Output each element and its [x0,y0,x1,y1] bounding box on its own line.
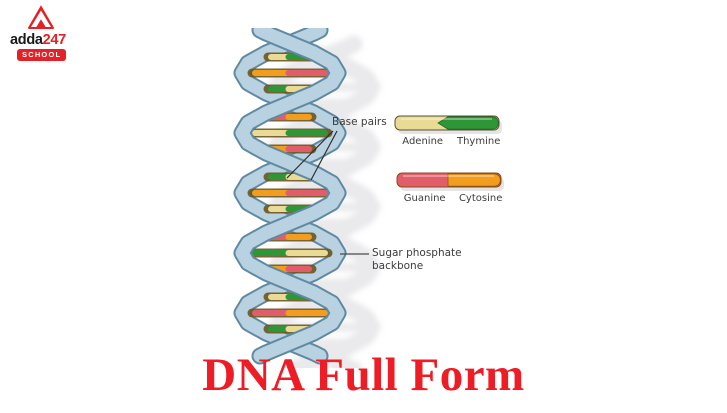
legend-bar-guanine-cytosine [396,172,504,191]
base-pairs-pointer-lines [286,130,338,181]
legend-bar-adenine-thymine [394,115,502,134]
sugar-phosphate-label-line1: Sugar phosphate [372,247,462,259]
sugar-phosphate-label-line2: backbone [372,260,424,272]
logo-school-badge: SCHOOL [17,48,67,61]
legend-label-thymine: Thymine [456,136,501,147]
legend-labels-row-1: Adenine Thymine [393,136,505,147]
legend-label-adenine: Adenine [402,136,444,147]
legend-labels-row-2: Guanine Cytosine [395,193,507,204]
thymine-segment [437,116,499,130]
logo-number-text: 247 [42,32,67,48]
page-title: DNA Full Form [202,349,525,401]
cytosine-segment [447,173,501,187]
base-pairs-label: Base pairs [332,116,387,128]
dna-helix-illustration [210,28,410,368]
logo-brand-text: adda [10,32,43,48]
brand-logo: adda247 SCHOOL [0,0,130,70]
legend-label-guanine: Guanine [403,193,446,204]
legend-label-cytosine: Cytosine [458,193,503,204]
sugar-phosphate-label: Sugar phosphate backbone [372,247,462,273]
logo-wordmark: adda247 [10,32,66,48]
logo-triangle-icon [28,5,54,29]
